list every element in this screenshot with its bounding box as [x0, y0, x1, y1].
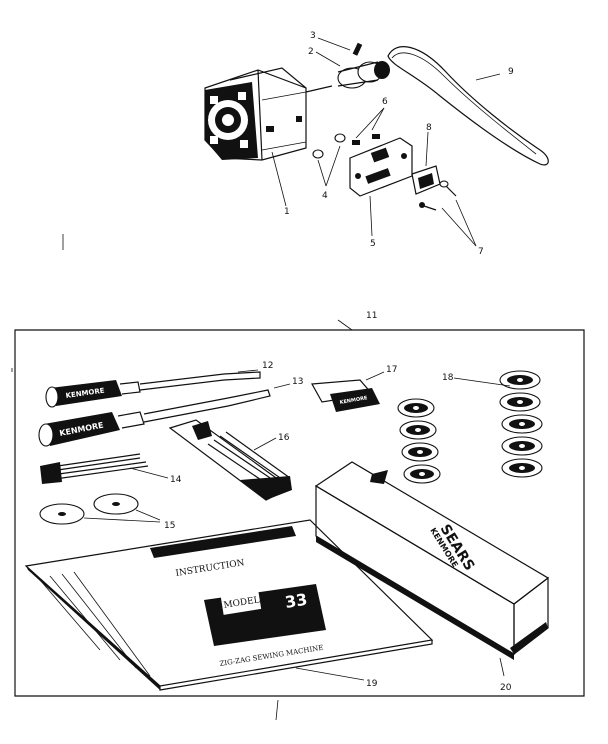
callout-15: 15 [164, 521, 175, 531]
washer [334, 133, 346, 143]
carbon-brush [372, 134, 380, 139]
bobbin [501, 414, 543, 434]
screwdriver-medium: KENMORE [38, 389, 271, 447]
attachment-box: SEARS KENMORE [314, 461, 550, 660]
bobbin [397, 398, 435, 418]
needle-pack [168, 419, 292, 501]
callout-16: 16 [278, 433, 290, 443]
motor-belt [387, 46, 549, 166]
brush-bracket [349, 137, 413, 197]
needles [40, 453, 149, 484]
bobbin [401, 442, 439, 462]
accessory-frame [14, 329, 585, 697]
brush-cap [411, 165, 441, 195]
accessory-kit: 11 KENMORE 12 KENMORE 13 [14, 311, 585, 697]
bobbin [499, 370, 541, 390]
callout-5: 5 [370, 239, 376, 249]
callout-11: 11 [366, 311, 377, 321]
callout-14: 14 [170, 475, 182, 485]
bobbin [499, 392, 541, 412]
felt-washer [39, 503, 85, 525]
callout-6: 6 [382, 97, 388, 107]
motor-pulley [337, 61, 390, 89]
screw [439, 180, 457, 197]
callout-1: 1 [284, 207, 290, 217]
gauge-brand: KENMORE [339, 395, 368, 406]
callout-2: 2 [308, 47, 314, 57]
screw [419, 202, 437, 211]
callout-7: 7 [478, 247, 484, 257]
callout-3: 3 [310, 31, 316, 41]
carbon-brush [352, 140, 360, 145]
felt-washer [93, 493, 139, 515]
bobbin [501, 458, 543, 478]
bobbin [501, 436, 543, 456]
manual-model-number: 33 [284, 590, 309, 612]
callout-13: 13 [292, 377, 303, 387]
callout-8: 8 [426, 123, 432, 133]
callout-18: 18 [442, 373, 454, 383]
manual-title: INSTRUCTION [175, 558, 245, 579]
screwdriver-large: KENMORE [45, 371, 261, 408]
bobbins [397, 370, 543, 484]
callout-19: 19 [366, 679, 378, 689]
motor-assembly: 3 2 9 6 8 4 1 5 7 [204, 31, 549, 257]
callout-17: 17 [386, 365, 397, 375]
bobbin [403, 464, 441, 484]
instruction-manual: INSTRUCTION MODEL 33 ZIG-ZAG SEWING MACH… [24, 519, 434, 691]
callout-9: 9 [508, 67, 514, 77]
motor [204, 67, 333, 161]
washer [312, 149, 324, 159]
callout-12: 12 [262, 361, 273, 371]
callout-20: 20 [500, 683, 512, 693]
callout-4: 4 [322, 191, 328, 201]
seam-gauge: KENMORE [311, 379, 380, 412]
set-screw [352, 42, 363, 56]
bobbin [399, 420, 437, 440]
